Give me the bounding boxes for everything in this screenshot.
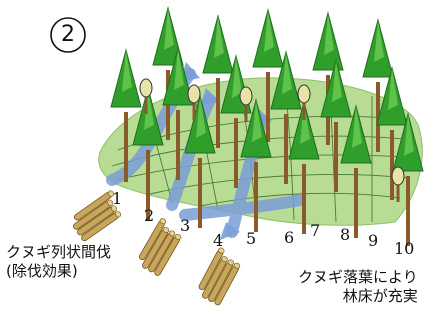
caption-thinning: クヌギ列状間伐 (除伐効果) bbox=[6, 243, 111, 281]
caption-thinning-line1: クヌギ列状間伐 bbox=[6, 243, 112, 261]
caption-leaf-litter-line2: 林床が充実 bbox=[342, 287, 418, 305]
row-number-1: 1 bbox=[112, 189, 122, 208]
step-badge: 2 bbox=[61, 22, 75, 47]
row-number-10: 10 bbox=[394, 239, 414, 258]
caption-leaf-litter-line1: クヌギ落葉により bbox=[298, 268, 418, 286]
row-number-2: 2 bbox=[144, 206, 154, 225]
row-number-7: 7 bbox=[310, 221, 320, 240]
row-number-4: 4 bbox=[213, 231, 223, 250]
row-number-9: 9 bbox=[368, 231, 378, 250]
caption-leaf-litter: クヌギ落葉により 林床が充実 bbox=[298, 268, 418, 306]
log-bundle-2 bbox=[137, 217, 183, 277]
arrowhead-b bbox=[200, 88, 220, 106]
row-number-6: 6 bbox=[284, 228, 294, 247]
caption-thinning-line2: (除伐効果) bbox=[6, 262, 78, 280]
log-bundle-3 bbox=[197, 246, 242, 307]
arrowhead-d bbox=[220, 222, 240, 240]
step-badge-circle bbox=[50, 17, 86, 53]
row-number-5: 5 bbox=[246, 229, 256, 248]
row-number-labels: 1 2 3 4 5 6 7 8 9 10 bbox=[112, 189, 414, 258]
row-number-8: 8 bbox=[340, 225, 350, 244]
row-number-3: 3 bbox=[180, 216, 190, 235]
